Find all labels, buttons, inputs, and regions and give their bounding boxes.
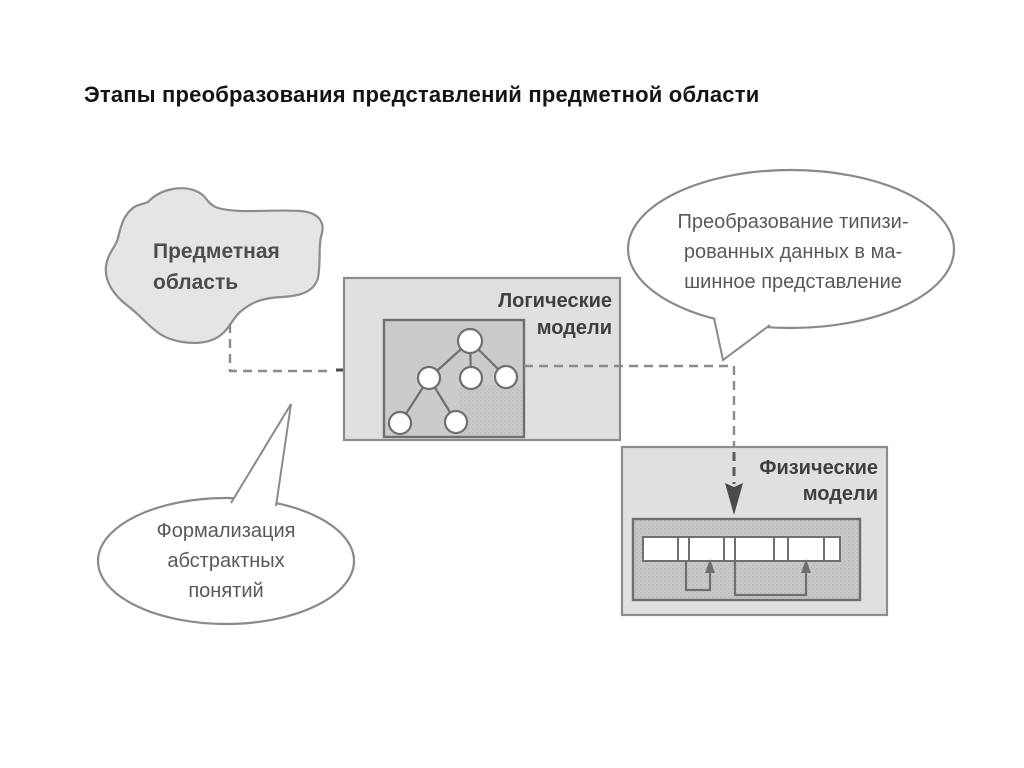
speech-bubble-formalize [96, 496, 356, 626]
callout-formalize-line3: понятий [188, 580, 264, 602]
logical-models-label-line2: модели [536, 317, 612, 339]
physical-models-label-line2: модели [802, 483, 878, 505]
arrow-into-physical-head [725, 483, 743, 515]
speech-bubble-formalize-tail [230, 403, 292, 507]
record-cell-dividers [677, 537, 825, 561]
record-strip [642, 536, 841, 562]
tree-diagram-box-texture [460, 385, 522, 435]
callout-formalize-line1: Формализация [156, 520, 296, 542]
pointer-loop-left-arrowhead [705, 559, 715, 573]
pointer-loop-left [684, 561, 712, 592]
tree-node-mid-right [493, 364, 519, 390]
subject-area-label-line2: область [153, 271, 239, 294]
connector-logical-to-physical [524, 364, 736, 480]
subject-area-blob [104, 187, 324, 344]
connector-blob-to-logical [228, 324, 332, 373]
tree-node-mid-center [458, 365, 484, 391]
physical-models-label: Физические модели [759, 455, 878, 507]
physical-models-label-line1: Физические [759, 457, 878, 479]
callout-transform-line1: Преобразование типизи- [677, 211, 909, 233]
tree-node-bottom-left [387, 410, 413, 436]
subject-area-label: Предметная область [153, 236, 280, 298]
pointer-loop-right [733, 561, 808, 597]
callout-transform-text: Преобразование типизи- рованных данных в… [643, 207, 943, 297]
logical-models-label: Логические модели [498, 288, 612, 342]
callout-formalize-line2: абстрактных [167, 550, 285, 572]
tree-node-root [456, 327, 484, 355]
tree-node-bottom-center [443, 409, 469, 435]
speech-bubble-transform [626, 168, 956, 330]
pointer-loop-right-arrowhead [801, 559, 811, 573]
callout-transform-line3: шинное представление [684, 271, 902, 293]
logical-models-label-line1: Логические [498, 290, 612, 312]
subject-area-label-line1: Предметная [153, 240, 280, 263]
speech-bubble-transform-tail [713, 317, 771, 362]
tree-node-mid-left [416, 365, 442, 391]
tree-nodes [387, 327, 519, 436]
callout-transform-line2: рованных данных в ма- [683, 241, 903, 263]
page-title: Этапы преобразования представлений предм… [84, 82, 760, 107]
callout-formalize-text: Формализация абстрактных понятий [101, 516, 351, 606]
